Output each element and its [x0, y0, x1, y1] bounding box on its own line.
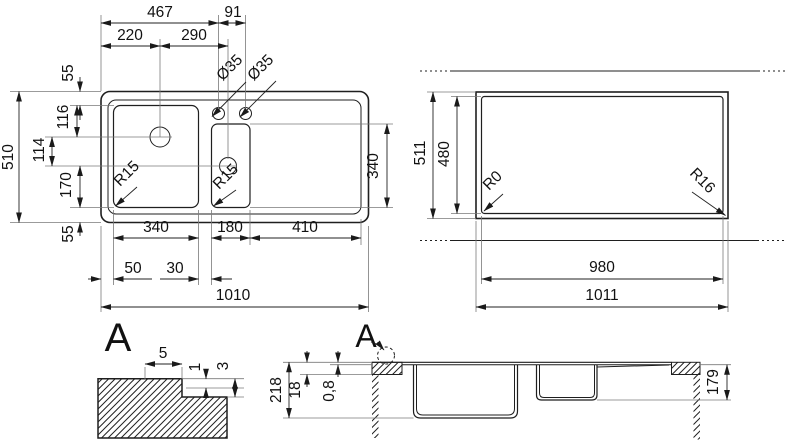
main-bowl-section-outer: [412, 364, 519, 419]
dim-r15-main-bowl: R15: [111, 158, 143, 207]
dim-label-179: 179: [705, 369, 722, 395]
dim-label-1010: 1010: [216, 287, 251, 304]
dim-340-bowl-height: 340: [365, 123, 390, 208]
dim-label-18: 18: [287, 381, 304, 398]
plan-extension-lines: [10, 15, 393, 312]
dim-511: 511: [412, 91, 436, 219]
dim-30: 30: [160, 260, 232, 282]
dim-410: 410: [249, 219, 362, 241]
dim-label-50: 50: [124, 260, 142, 277]
detail-a-view: A 5 1 3: [97, 316, 244, 439]
dim-label-r15-2: R15: [210, 161, 242, 193]
section-a-callout-arrow: [370, 340, 385, 351]
dim-55-top: 55: [60, 64, 83, 120]
plan-view: 467 91 220 290 Ø35 Ø35 510: [0, 4, 393, 312]
section-a-callout-label: A: [355, 318, 377, 354]
dim-tap-diameter-1: Ø35: [211, 51, 247, 117]
dim-r15-half-bowl: R15: [210, 161, 242, 207]
dim-label-220: 220: [117, 27, 143, 44]
drainer-underside: [596, 364, 670, 368]
cutout-view: 511 480 R0 R16 980 1011: [412, 70, 787, 312]
dim-label-55-bottom: 55: [60, 225, 77, 242]
main-bowl-section-inner: [416, 364, 515, 416]
dim-label-3: 3: [215, 362, 232, 371]
detail-a-callout-circle: [377, 346, 395, 365]
dim-5: 5: [144, 345, 183, 367]
dim-55-bottom: 55: [60, 194, 83, 243]
sink-overall-outline: [475, 91, 729, 220]
dim-label-116: 116: [55, 105, 72, 130]
dim-label-340-height: 340: [365, 153, 382, 179]
dim-179: 179: [705, 364, 730, 401]
sink-rim-inner-edge: [107, 99, 362, 215]
dim-label-170: 170: [58, 172, 75, 198]
dim-480: 480: [436, 96, 460, 214]
dim-label-0-8: 0,8: [321, 380, 338, 402]
dim-220: 220: [100, 27, 161, 49]
dim-label-r0: R0: [480, 168, 506, 194]
dim-label-1011: 1011: [585, 287, 618, 304]
sink-outer-edge: [100, 90, 370, 224]
dim-0-8: 0,8: [321, 351, 341, 402]
dim-180: 180: [211, 219, 251, 241]
dim-label-5: 5: [159, 345, 168, 362]
dim-label-410: 410: [292, 219, 318, 236]
dim-label-510: 510: [0, 144, 17, 170]
tap-hole-2: [239, 107, 252, 120]
dim-510: 510: [0, 91, 22, 223]
dim-114: 114: [31, 136, 55, 167]
dim-label-218: 218: [268, 377, 285, 403]
dim-170: 170: [58, 165, 83, 208]
dim-1010: 1010: [100, 287, 369, 310]
worktop-cut-edge-left: [372, 374, 379, 438]
dim-467: 467: [100, 4, 219, 26]
dim-1: 1: [187, 363, 209, 398]
dim-label-91: 91: [224, 4, 241, 21]
rim-profile-section: [97, 377, 228, 439]
cutout-extension-lines: [427, 91, 729, 312]
dim-label-1: 1: [187, 363, 204, 372]
half-bowl-section-outer: [535, 364, 598, 401]
dim-218: 218: [268, 361, 292, 419]
dim-label-290: 290: [181, 27, 207, 44]
dim-label-55-top: 55: [60, 64, 77, 81]
dim-label-980: 980: [589, 259, 615, 276]
dim-290: 290: [159, 27, 229, 49]
main-bowl-outline: [112, 104, 200, 209]
dim-18: 18: [287, 351, 310, 399]
dim-1011: 1011: [475, 287, 729, 310]
dim-label-114: 114: [31, 137, 48, 162]
dim-r16: R16: [686, 165, 726, 216]
dim-label-480: 480: [436, 141, 453, 167]
section-extension-lines: [283, 361, 731, 419]
dim-label-30: 30: [166, 260, 184, 277]
dim-50: 50: [88, 260, 152, 282]
worktop-cut-edge-right: [693, 374, 700, 440]
dim-label-r16: R16: [686, 165, 718, 197]
worktop-section-right: [671, 361, 701, 375]
dim-3: 3: [215, 362, 238, 398]
dim-340-bowl-width: 340: [113, 219, 199, 241]
dim-label-r15-1: R15: [111, 158, 143, 190]
dim-label-340-width: 340: [143, 219, 169, 236]
dim-label-180: 180: [217, 219, 243, 236]
dim-label-467: 467: [147, 4, 173, 21]
detail-a-title: A: [105, 316, 132, 360]
worktop-section-left: [371, 361, 403, 375]
half-bowl-section-inner: [539, 364, 595, 398]
dim-label-tap2: Ø35: [244, 51, 277, 84]
dim-116: 116: [55, 105, 80, 138]
section-view: A 218 18: [268, 318, 731, 440]
dim-980: 980: [481, 259, 724, 282]
dim-label-511: 511: [412, 141, 429, 166]
dim-91: 91: [218, 4, 246, 26]
cutout-outline: [480, 95, 724, 215]
dim-r0: R0: [480, 168, 506, 212]
